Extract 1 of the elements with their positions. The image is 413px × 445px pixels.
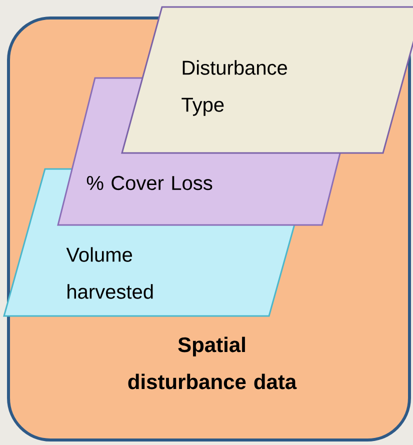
parallelogram-box: Disturbance Type (121, 6, 413, 154)
